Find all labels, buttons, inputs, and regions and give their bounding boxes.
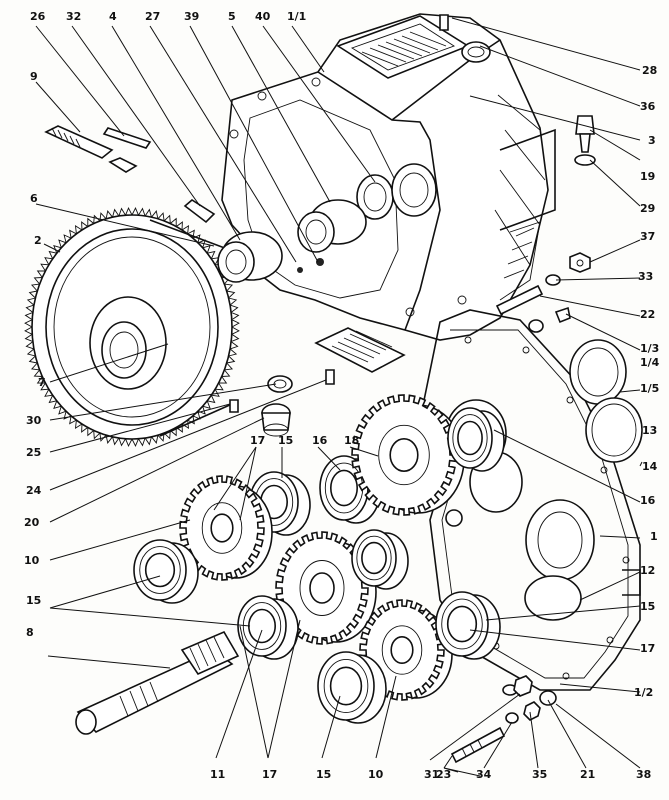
- callout-label-l36: 36: [640, 100, 656, 113]
- plug-36: [461, 41, 491, 63]
- bolt-25: [229, 399, 239, 413]
- bolt-38: [325, 369, 335, 385]
- callout-label-l12: 12: [640, 564, 655, 577]
- callout-label-l25: 25: [26, 446, 41, 459]
- output-shaft-8: [75, 630, 240, 735]
- pin-26: [102, 127, 152, 149]
- callout-label-l33: 33: [638, 270, 653, 283]
- nut-27: [297, 267, 303, 273]
- callout-label-l10a: 10: [24, 554, 40, 567]
- nut-37: [569, 252, 591, 273]
- callout-label-l1: 1: [650, 530, 658, 543]
- callout-label-l20: 20: [24, 516, 40, 529]
- callout-label-l21: 21: [580, 768, 595, 781]
- gearbox-housing: [221, 13, 556, 373]
- input-shaft-9: [44, 125, 138, 173]
- callout-label-l26: 26: [30, 10, 46, 23]
- callout-label-l14: 1/4: [640, 356, 660, 369]
- bearing-17b: [351, 529, 409, 590]
- washer-30: [267, 375, 293, 393]
- bearing-17r: [435, 591, 501, 660]
- callout-label-l5: 5: [228, 10, 236, 23]
- lower-cover-plate: [314, 327, 406, 373]
- callout-label-l9: 9: [30, 70, 38, 83]
- ring-gear-teeth: [24, 207, 240, 447]
- callout-label-l7: 7: [38, 376, 46, 389]
- gear-10a: [275, 531, 377, 645]
- callout-label-l3: 3: [648, 134, 656, 147]
- callout-label-l35: 35: [532, 768, 547, 781]
- callout-label-l10b: 10: [368, 768, 384, 781]
- plug-24: [261, 403, 291, 437]
- gear-18: [351, 394, 465, 516]
- callout-label-l24: 24: [26, 484, 42, 497]
- tube-32: [183, 199, 216, 224]
- callout-label-l17a: 17: [250, 434, 265, 447]
- stud-22: [495, 284, 544, 316]
- callout-label-l12r: 1/2: [634, 686, 653, 699]
- bearing-cap-4: [217, 231, 283, 283]
- callout-label-l15b: 15: [278, 434, 293, 447]
- callout-label-l30: 30: [26, 414, 42, 427]
- callout-label-l13: 1/3: [640, 342, 659, 355]
- callout-label-l2: 2: [34, 234, 42, 247]
- bearing-15b: [133, 539, 199, 604]
- callout-label-l6: 6: [30, 192, 38, 205]
- callout-label-l15c: 15: [316, 768, 331, 781]
- callout-label-l4: 4: [109, 10, 117, 23]
- callout-label-l19: 19: [640, 170, 655, 183]
- callout-label-l22: 22: [640, 308, 655, 321]
- callout-label-l14b: 14: [642, 460, 658, 473]
- callout-label-l15a: 15: [26, 594, 41, 607]
- flywheel-ring-gear: [24, 207, 240, 447]
- callout-label-l34: 34: [476, 768, 492, 781]
- callout-label-l17r: 17: [640, 642, 655, 655]
- bearing-15c: [317, 651, 387, 724]
- callout-label-l38: 38: [636, 768, 651, 781]
- dowel-39: [316, 258, 324, 266]
- bearing-11: [237, 595, 299, 660]
- gear-set: [133, 394, 505, 724]
- callout-label-l27: 27: [145, 10, 160, 23]
- callout-label-l11top: 1/1: [287, 10, 306, 23]
- bolt-28: [439, 14, 449, 31]
- callout-label-l29: 29: [640, 202, 655, 215]
- bearing-15a: [249, 471, 311, 536]
- leader-lines: [35, 17, 643, 777]
- small-fasteners: [443, 675, 557, 773]
- callout-label-l11b: 11: [210, 768, 225, 781]
- callout-label-l8: 8: [26, 626, 34, 639]
- callout-label-l28: 28: [642, 64, 657, 77]
- callout-label-l40: 40: [255, 10, 271, 23]
- bolt-1-3: [554, 306, 571, 324]
- callout-label-l31: 31: [424, 768, 439, 781]
- bearing-16r: [447, 407, 505, 472]
- callout-label-l15rr: 15: [640, 600, 655, 613]
- callout-label-l37: 37: [640, 230, 655, 243]
- callout-label-l16: 16: [312, 434, 328, 447]
- gear-10b: [359, 599, 453, 701]
- seal-13-14: [585, 397, 643, 463]
- callout-label-l39: 39: [184, 10, 199, 23]
- callout-label-l13b: 13: [642, 424, 657, 437]
- seal-1-5: [569, 339, 627, 405]
- callout-label-l15r: 1/5: [640, 382, 659, 395]
- callout-label-l23: 23: [436, 768, 451, 781]
- callout-label-l18: 18: [344, 434, 359, 447]
- gear-17a: [179, 475, 273, 581]
- callout-label-l16r: 16: [640, 494, 656, 507]
- callout-label-l17b: 17: [262, 768, 277, 781]
- callout-label-l32: 32: [66, 10, 81, 23]
- breather-19: [574, 115, 596, 166]
